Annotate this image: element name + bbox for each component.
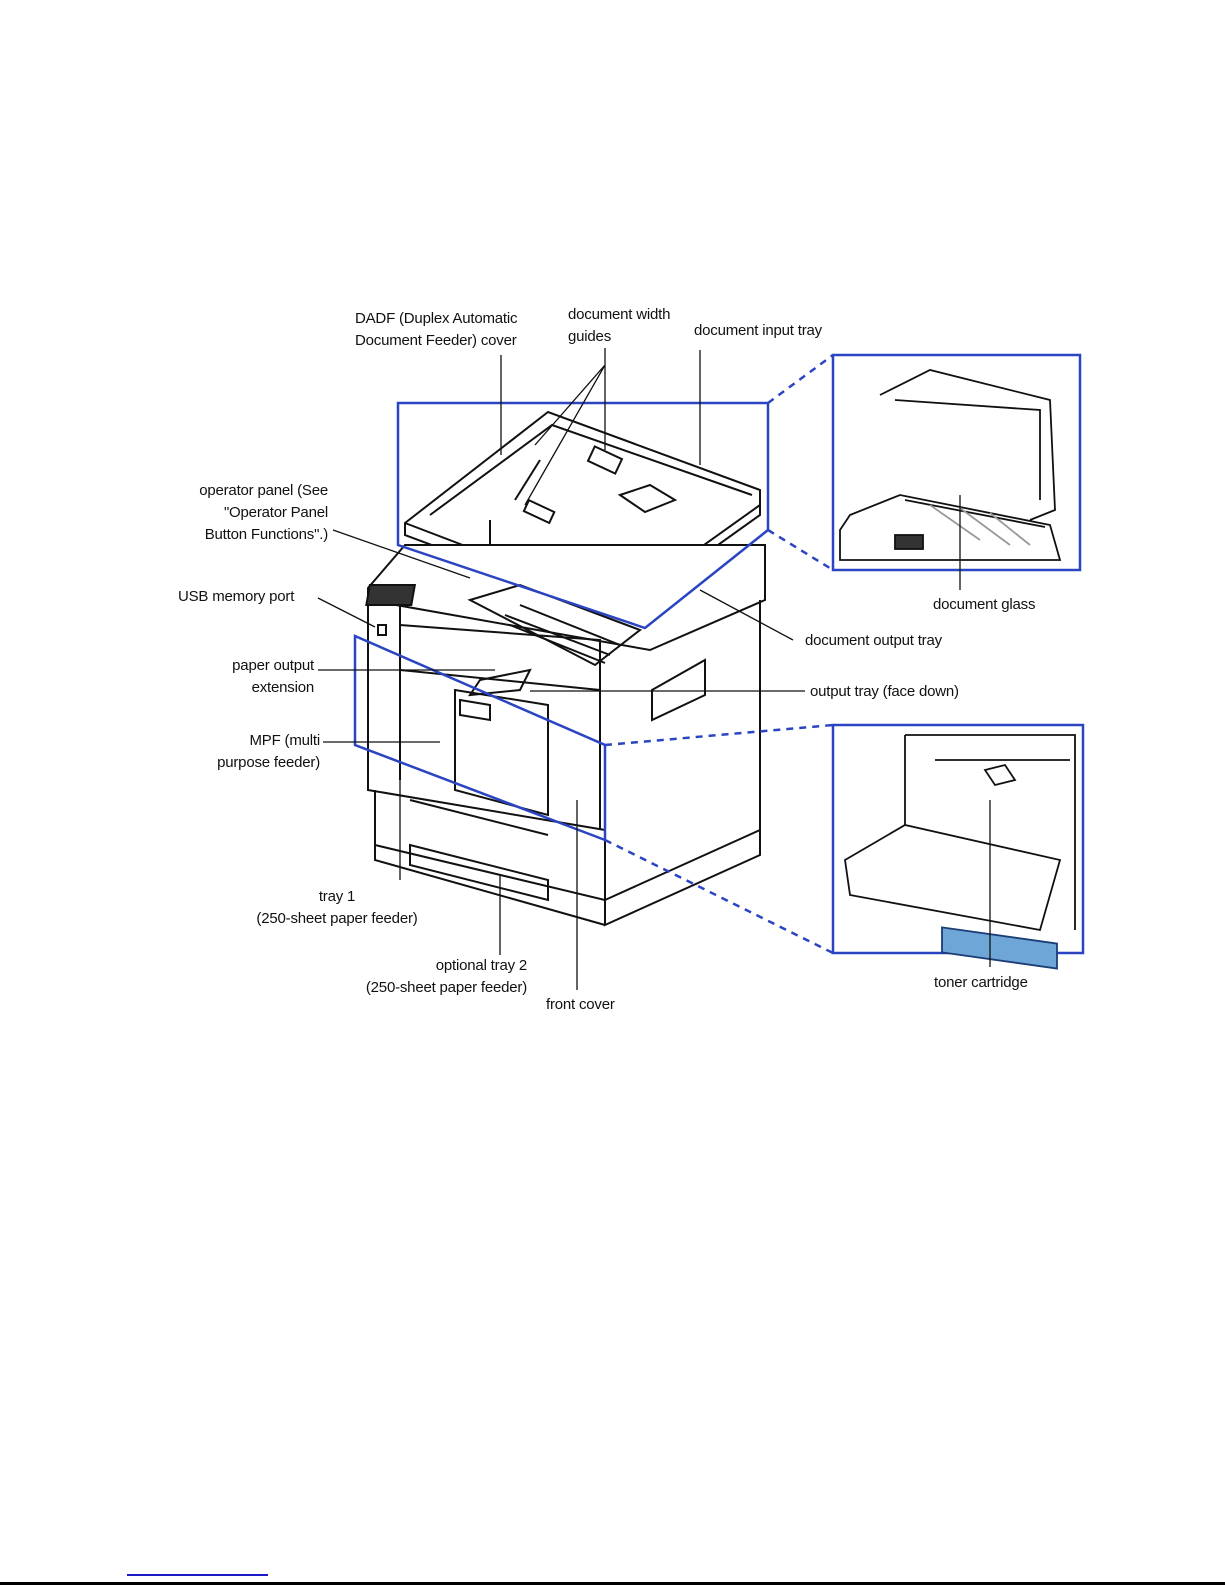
label-mpf: MPF (multi purpose feeder) (217, 732, 320, 771)
label-front-cover: front cover (546, 996, 615, 1013)
label-document-width-guides: document width guides (568, 306, 671, 345)
label-dadf-cover: DADF (Duplex Automatic Document Feeder) … (355, 310, 518, 349)
footer-link-underline[interactable] (127, 1574, 268, 1576)
callout-dashes (604, 353, 834, 955)
label-toner-cartridge: toner cartridge (934, 974, 1028, 991)
label-document-output-tray: document output tray (805, 632, 942, 649)
label-optional-tray-2: optional tray 2 (250-sheet paper feeder) (365, 957, 527, 996)
label-document-glass: document glass (933, 596, 1036, 613)
leader-lines (317, 348, 991, 990)
page-bottom-rule (0, 1582, 1225, 1585)
label-document-input-tray: document input tray (694, 322, 822, 339)
label-paper-output-extension: paper output extension (232, 657, 314, 696)
label-usb-memory-port: USB memory port (178, 588, 295, 605)
inset-document-glass (839, 369, 1062, 561)
inset-toner (844, 734, 1076, 970)
label-output-tray: output tray (face down) (810, 683, 959, 700)
label-operator-panel: operator panel (See "Operator Panel Butt… (199, 482, 328, 543)
label-tray-1: tray 1 (250-sheet paper feeder) (256, 888, 418, 927)
printer-drawing (365, 410, 766, 927)
